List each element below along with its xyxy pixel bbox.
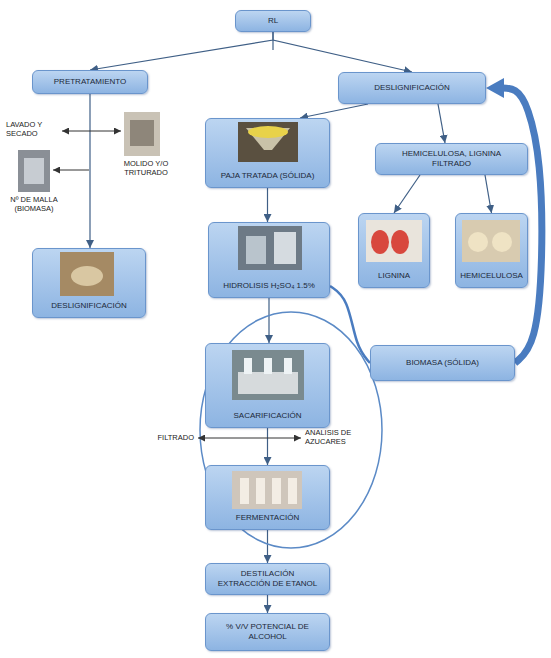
bottle-shape: [244, 358, 252, 374]
flow-arrow: [268, 298, 269, 343]
equipment-shape: [274, 232, 296, 264]
flow-arrow: [438, 104, 445, 143]
photo-lignin: [366, 220, 422, 262]
photo-ground: [238, 122, 298, 162]
bottle-shape: [264, 358, 272, 374]
bottle-shape: [284, 358, 292, 374]
photo-hemicellulose: [462, 220, 520, 262]
box-label: DESTILACIÓN EXTRACCIÓN DE ETANOL: [214, 569, 321, 588]
annotation-text: ANALISIS DE AZUCARES: [305, 428, 363, 446]
tube-shape: [240, 478, 249, 504]
photo-ground: [60, 252, 114, 296]
flow-arrow: [267, 530, 268, 563]
tube-shape: [272, 478, 281, 504]
box-label: % V/V POTENCIAL DE ALCOHOL: [214, 622, 321, 641]
photo-fermentation: [232, 471, 302, 509]
shaker-shape: [238, 372, 298, 394]
sieve-shape: [24, 158, 44, 184]
tube-shape: [288, 478, 297, 504]
photo-ground: [366, 220, 422, 262]
box-label: HEMICELULOSA: [460, 271, 523, 281]
photo-saccharification: [232, 350, 304, 400]
flow-arrow: [267, 428, 268, 465]
group-circle: [200, 312, 382, 548]
photo-mesh: [18, 150, 50, 192]
annotation-text: FILTRADO: [140, 433, 194, 442]
photo-ground: [18, 150, 50, 192]
box-label: HIDROLISIS H₂SO₄ 1.5%: [223, 281, 315, 291]
photo-delignification: [60, 252, 114, 296]
flow-arrow: [485, 175, 492, 213]
box-label: BIOMASA (SÓLIDA): [406, 358, 479, 368]
process-box: DESTILACIÓN EXTRACCIÓN DE ETANOL: [205, 563, 330, 595]
leader-arrow: [62, 131, 121, 132]
leader-arrow: [198, 438, 301, 439]
start-box: RL: [235, 10, 311, 32]
sample-shape: [492, 232, 512, 252]
sample-shape: [468, 232, 488, 252]
box-label: PAJA TRATADA (SÓLIDA): [221, 171, 315, 181]
photo-ground: [238, 226, 302, 270]
photo-ground: [462, 220, 520, 262]
process-box: HEMICELULOSA, LIGNINA FILTRADO: [375, 143, 528, 175]
photo-milling: [124, 112, 160, 156]
process-box: PRETRATAMIENTO: [32, 70, 148, 94]
mill-shape: [130, 120, 154, 146]
photo-ground: [232, 350, 304, 400]
process-box: DESLIGNIFICACIÓN: [338, 72, 486, 104]
annotation-text: Nº DE MALLA (BIOMASA): [4, 195, 64, 213]
box-label: DESLIGNIFICACIÓN: [51, 301, 127, 311]
flow-arrow: [300, 104, 368, 118]
photo-ground: [232, 471, 302, 509]
box-label: FERMENTACIÓN: [236, 513, 299, 523]
flow-arrow: [394, 175, 420, 213]
box-label: PRETRATAMIENTO: [54, 77, 126, 87]
box-label: LIGNINA: [378, 271, 410, 281]
box-label: HEMICELULOSA, LIGNINA FILTRADO: [396, 149, 507, 168]
flow-arrow: [273, 32, 412, 72]
liquid-shape: [248, 126, 288, 138]
flow-arrow: [90, 32, 273, 70]
flow-arrow: [89, 94, 90, 248]
box-label: SACARIFICACIÓN: [233, 411, 301, 421]
flow-arrow: [267, 595, 268, 613]
sample-shape: [371, 230, 389, 254]
tick-mark: [272, 40, 273, 50]
tube-shape: [256, 478, 265, 504]
box-label: RL: [268, 16, 278, 26]
leader-arrow: [53, 170, 89, 171]
photo-ground: [124, 112, 160, 156]
annotation-text: LAVADO Y SECADO: [6, 120, 58, 138]
flow-arrow: [267, 188, 268, 222]
box-label: DESLIGNIFICACIÓN: [374, 83, 450, 93]
annotation-text: MOLIDO Y/O TRITURADO: [116, 159, 176, 177]
flow-arrow: [330, 286, 370, 363]
equipment-shape: [246, 236, 266, 264]
biomass-shape: [71, 266, 103, 286]
result-box: % V/V POTENCIAL DE ALCOHOL: [205, 613, 330, 651]
process-box: BIOMASA (SÓLIDA): [370, 345, 515, 381]
photo-hydrolysis: [238, 226, 302, 270]
photo-straw-filter: [238, 122, 298, 162]
sample-shape: [391, 230, 409, 254]
